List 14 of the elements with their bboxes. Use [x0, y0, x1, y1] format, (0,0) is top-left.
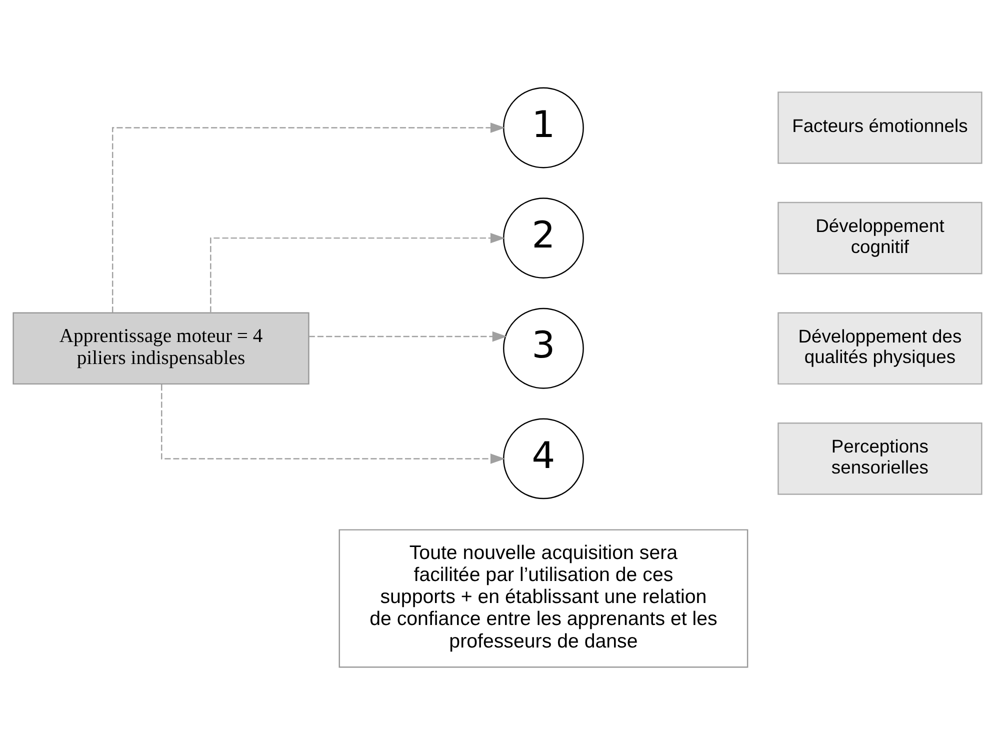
node-box: Apprentissage moteur = 4 piliers indispensables — [12, 312, 310, 384]
node-box: Toute nouvelle acquisition sera facilitée par l’utilisation de ces supports + en établissant une relation de confiance entre les apprenants et les professeurs de danse — [338, 528, 748, 668]
node-box: Développement cognitif — [778, 201, 982, 274]
arrow — [112, 122, 506, 312]
node-circle: 3 — [503, 307, 584, 388]
node-box: Développement des qualités physiques — [778, 312, 982, 384]
node-circle: 2 — [503, 197, 584, 278]
node-circle: 1 — [503, 86, 584, 168]
node-circle: 4 — [503, 418, 584, 499]
node-box: Perceptions sensorielles — [778, 422, 982, 494]
arrow — [308, 330, 508, 342]
node-box: Facteurs émotionnels — [778, 91, 982, 164]
arrow — [161, 384, 506, 464]
arrow — [210, 232, 506, 312]
